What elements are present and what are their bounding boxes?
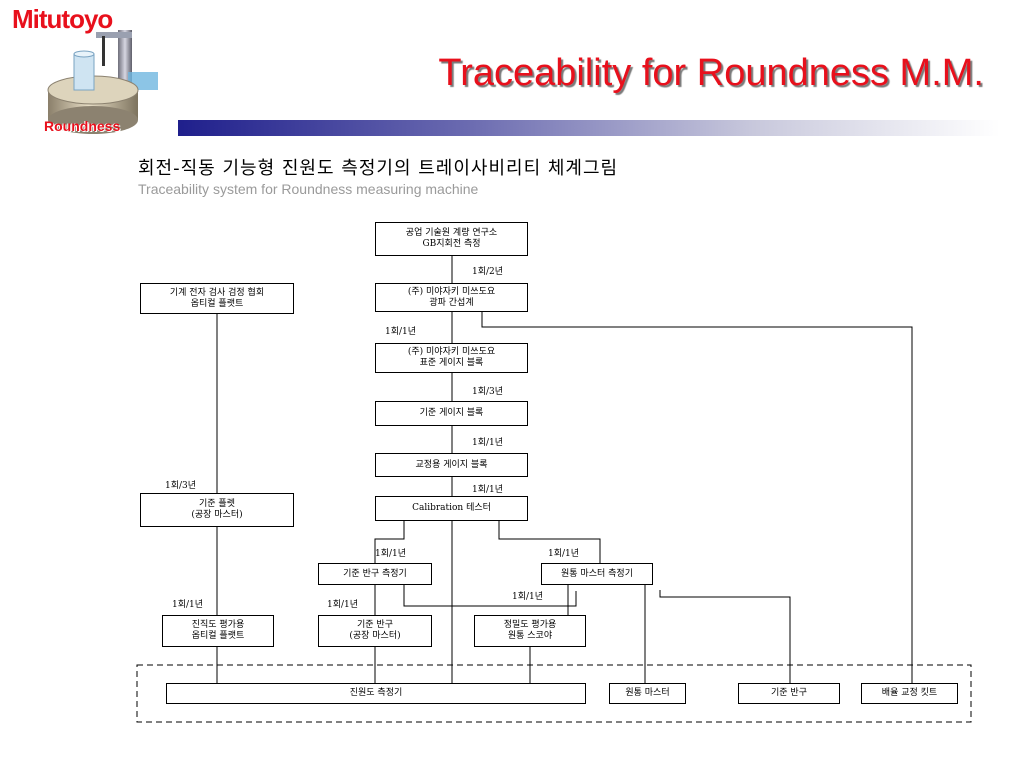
connector-line [403, 585, 577, 607]
interval-label: 1회/1년 [172, 600, 204, 610]
interval-label: 1회/1년 [472, 438, 504, 448]
interval-label: 1회/1년 [375, 549, 407, 559]
interval-label: 1회/1년 [512, 592, 544, 602]
roundness-machine-logo-icon [47, 30, 158, 134]
node-ref-gauge-block: 기준 게이지 블록 [375, 401, 528, 426]
interval-label: 1회/2년 [472, 267, 504, 277]
roundness-logo-text: Roundness [44, 118, 121, 134]
node-calib-gauge-block: 교정용 게이지 블록 [375, 453, 528, 477]
connector-line [374, 521, 405, 563]
interval-label: 1회/1년 [385, 327, 417, 337]
connector-line [659, 590, 791, 683]
node-hemisphere: 기준 반구 [738, 683, 840, 704]
node-cylinder-master: 원통 마스터 [609, 683, 686, 704]
interval-label: 1회/1년 [472, 485, 504, 495]
node-cylinder-master-gauge: 원통 마스터 측정기 [541, 563, 653, 585]
node-mitutoyo-gauge: (주) 미야자키 미쓰도요 표준 게이지 블록 [375, 343, 528, 373]
korean-subtitle: 회전-직동 기능형 진원도 측정기의 트레이사비리티 체계그림 [138, 158, 619, 179]
dashed-group-outline [136, 664, 972, 723]
connector-line [498, 521, 601, 563]
page-title: Traceability for Roundness M.M. [438, 52, 984, 94]
interval-label: 1회/1년 [548, 549, 580, 559]
node-ref-hemisphere-gauge: 기준 반구 측정기 [318, 563, 432, 585]
english-subtitle: Traceability system for Roundness measur… [138, 181, 479, 197]
node-calib-kit: 배율 교정 킷트 [861, 683, 958, 704]
node-ref-flat: 기준 플렛 (공장 마스터) [140, 493, 294, 527]
node-national-lab: 공업 기술원 계량 연구소 GB지회전 측정 [375, 222, 528, 256]
node-machinery-assoc: 기계 전자 검사 검정 협회 옵티컬 플랫트 [140, 283, 294, 314]
connector-line [481, 312, 913, 683]
node-calibration-tester: Calibration 테스터 [375, 496, 528, 521]
title-gradient-band [178, 120, 1000, 136]
node-mitutoyo-optical: (주) 미야자키 미쓰도요 광파 간섭계 [375, 283, 528, 312]
mitutoyo-logo: Mitutoyo [12, 4, 113, 34]
interval-label: 1회/3년 [472, 387, 504, 397]
interval-label: 1회/1년 [327, 600, 359, 610]
node-roundness-machine: 진원도 측정기 [166, 683, 586, 704]
node-ref-hemisphere: 기준 반구 (공장 마스터) [318, 615, 432, 647]
node-straightness-flat: 진직도 평가용 옵티컬 플랫트 [162, 615, 274, 647]
node-cylindricity-square: 정밀도 평가용 원통 스코야 [474, 615, 586, 647]
interval-label: 1회/3년 [165, 481, 197, 491]
